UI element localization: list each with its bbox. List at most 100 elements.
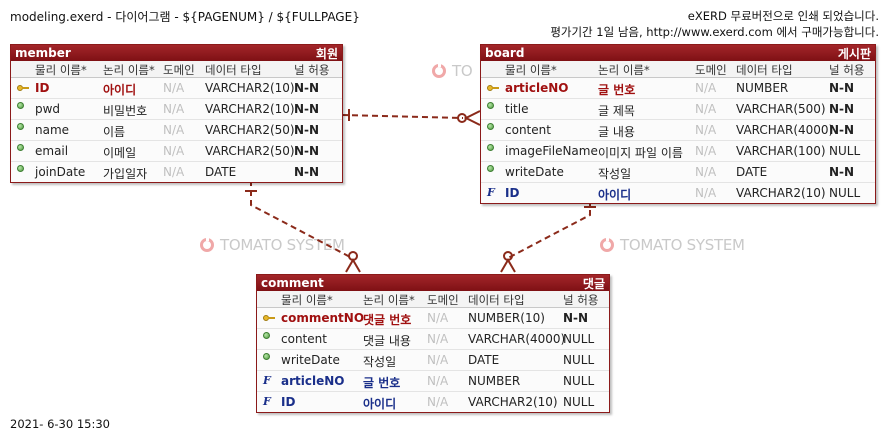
entity-board[interactable]: board 게시판 물리 이름* 논리 이름* 도메인 데이터 타입 널 허용 …	[480, 44, 876, 204]
col-domain: 도메인	[427, 293, 459, 307]
watermark-text: TO	[452, 62, 473, 80]
physical-name: commentNO	[281, 311, 365, 325]
many-mark	[463, 110, 481, 126]
entity-label: 회원	[315, 46, 338, 61]
col-logical: 논리 이름*	[598, 63, 650, 77]
domain: N/A	[163, 165, 185, 179]
attribute-icon	[487, 102, 494, 109]
col-datatype: 데이터 타입	[468, 293, 525, 307]
physical-name: content	[505, 123, 551, 137]
watermark-text: TOMATO SYSTEM	[220, 236, 345, 254]
domain: N/A	[427, 311, 449, 325]
nullable: NULL	[563, 332, 595, 346]
data-type: VARCHAR2(10)	[736, 186, 826, 200]
tomato-logo-icon	[600, 236, 614, 252]
foreign-key-icon: F	[263, 395, 271, 408]
logical-name: 이름	[103, 125, 126, 139]
col-logical: 논리 이름*	[363, 293, 415, 307]
entity-comment[interactable]: comment 댓글 물리 이름* 논리 이름* 도메인 데이터 타입 널 허용…	[256, 274, 610, 413]
nullable: N-N	[294, 102, 320, 116]
nullable: N-N	[829, 123, 855, 137]
watermark-tomato-clipped: TO	[432, 62, 473, 80]
data-type: NUMBER	[736, 81, 789, 95]
col-domain: 도메인	[695, 63, 727, 77]
data-type: VARCHAR2(10)	[468, 395, 558, 409]
watermark-tomato-left: TOMATO SYSTEM	[200, 236, 345, 254]
nullable: NULL	[563, 395, 595, 409]
domain: N/A	[695, 165, 717, 179]
col-nullable: 널 허용	[829, 63, 865, 77]
logical-name: 비밀번호	[103, 104, 148, 118]
nullable: N-N	[829, 81, 855, 95]
relationship-member-board[interactable]	[341, 114, 464, 119]
col-nullable: 널 허용	[294, 63, 330, 77]
logical-name: 이메일	[103, 146, 137, 160]
data-type: VARCHAR(4000)	[468, 332, 566, 346]
physical-name: imageFileName	[505, 144, 598, 158]
entity-member[interactable]: member 회원 물리 이름* 논리 이름* 도메인 데이터 타입 널 허용 …	[10, 44, 343, 183]
entity-name: board	[485, 46, 525, 60]
physical-name: ID	[35, 81, 50, 95]
entity-header[interactable]: member 회원	[11, 45, 342, 61]
foreign-key-icon: F	[263, 374, 271, 387]
physical-name: content	[281, 332, 327, 346]
logical-name: 댓글 번호	[363, 313, 412, 327]
nullable: N-N	[563, 311, 589, 325]
data-type: NUMBER(10)	[468, 311, 545, 325]
logical-name: 아이디	[598, 188, 632, 202]
physical-name: writeDate	[281, 353, 340, 367]
domain: N/A	[695, 186, 717, 200]
logical-name: 작성일	[598, 167, 632, 181]
nullable: NULL	[829, 186, 861, 200]
col-physical: 물리 이름*	[505, 63, 557, 77]
nullable: NULL	[563, 374, 595, 388]
logical-name: 글 번호	[363, 376, 401, 390]
tomato-logo-icon	[432, 62, 446, 78]
entity-header[interactable]: comment 댓글	[257, 275, 609, 291]
logical-name: 가입일자	[103, 167, 148, 181]
relationship-board-comment[interactable]	[507, 200, 591, 259]
nullable: N-N	[294, 165, 320, 179]
print-notice-line-2: 평가기간 1일 남음, http://www.exerd.com 에서 구매가능…	[550, 25, 879, 39]
nullable: NULL	[829, 144, 861, 158]
column-header-row: 물리 이름* 논리 이름* 도메인 데이터 타입 널 허용	[11, 61, 342, 78]
many-mark	[500, 258, 516, 273]
entity-name: member	[15, 46, 71, 60]
data-type: VARCHAR(500)	[736, 102, 826, 116]
print-notice: eXERD 무료버전으로 인쇄 되었습니다. 평가기간 1일 남음, http:…	[550, 8, 879, 40]
nullable: N-N	[294, 81, 320, 95]
physical-name: joinDate	[35, 165, 86, 179]
logical-name: 글 제목	[598, 104, 635, 118]
col-nullable: 널 허용	[563, 293, 599, 307]
key-icon	[263, 315, 275, 321]
data-type: VARCHAR(4000)	[736, 123, 834, 137]
column-header-row: 물리 이름* 논리 이름* 도메인 데이터 타입 널 허용	[481, 61, 875, 78]
data-type: DATE	[736, 165, 768, 179]
col-logical: 논리 이름*	[103, 63, 155, 77]
attribute-icon	[263, 332, 270, 339]
watermark-tomato-right: TOMATO SYSTEM	[600, 236, 745, 254]
physical-name: articleNO	[281, 374, 345, 388]
col-datatype: 데이터 타입	[205, 63, 262, 77]
attribute-icon	[17, 165, 24, 172]
entity-header[interactable]: board 게시판	[481, 45, 875, 61]
tomato-logo-icon	[200, 236, 214, 252]
relationship-member-comment[interactable]	[250, 180, 353, 259]
physical-name: email	[35, 144, 69, 158]
